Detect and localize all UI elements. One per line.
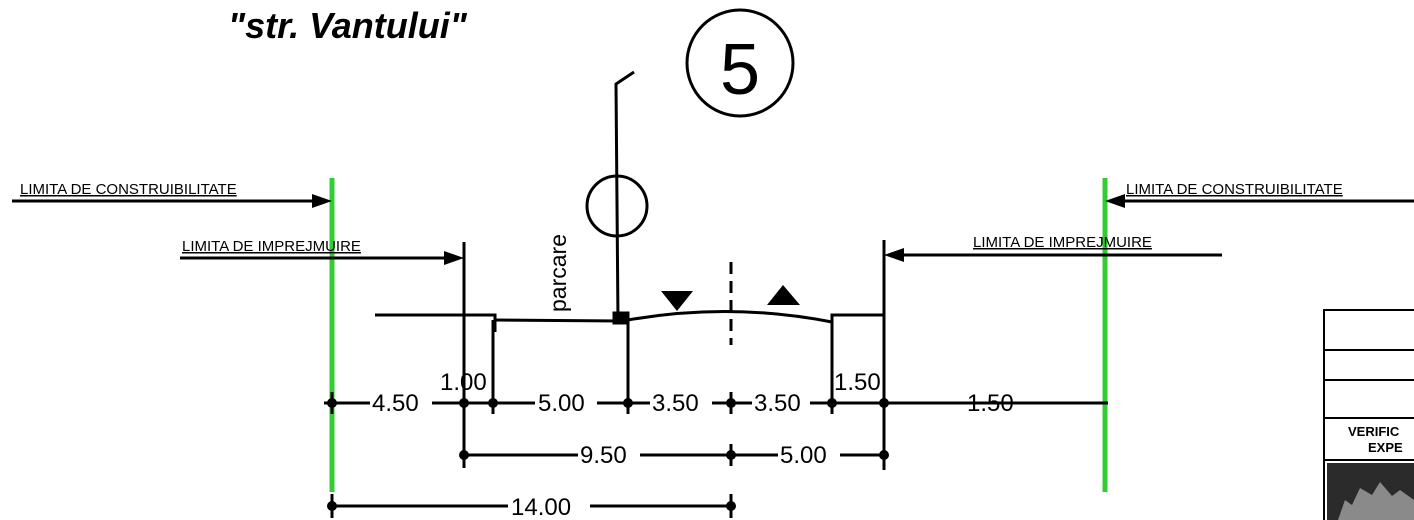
title-block-line-2: EXPE: [1368, 440, 1403, 455]
title-block-line-1: VERIFIC: [1348, 424, 1400, 439]
traffic-direction-up-icon: [767, 285, 800, 305]
right-fence-limit-label: LIMITA DE IMPREJMUIRE: [973, 234, 1152, 251]
street-name-title: "str. Vantului": [228, 5, 468, 46]
dimension-row-2: [462, 444, 886, 466]
dimension-ticks-row-1: [327, 392, 889, 414]
dimension-label-3-50-left: 3.50: [652, 390, 699, 417]
dimension-label-5-00-half: 5.00: [780, 442, 827, 469]
left-fence-limit-label: LIMITA DE IMPREJMUIRE: [182, 238, 361, 255]
left-construction-limit-label: LIMITA DE CONSTRUIBILITATE: [20, 181, 237, 198]
left-construction-limit-arrow: LIMITA DE CONSTRUIBILITATE: [12, 181, 332, 208]
dimension-label-9-50: 9.50: [580, 442, 627, 469]
title-block-image-silhouette: [1338, 482, 1414, 520]
dimension-label-4-50: 4.50: [372, 390, 419, 417]
parking-label: parcare: [545, 234, 571, 312]
profile-number-marker: 5: [685, 8, 795, 118]
right-construction-limit-label: LIMITA DE CONSTRUIBILITATE: [1126, 181, 1343, 198]
dimension-label-3-50-right: 3.50: [754, 390, 801, 417]
dimension-label-1-50-right: 1.50: [967, 390, 1014, 417]
dimension-ticks-row-2: [459, 450, 889, 460]
title-block: VERIFIC EXPE: [1323, 309, 1414, 520]
dimension-label-14-00: 14.00: [511, 494, 571, 520]
traffic-direction-down-icon: [661, 291, 693, 311]
dimension-label-1-50-sidewalk: 1.50: [834, 369, 881, 396]
right-construction-limit-arrow: LIMITA DE CONSTRUIBILITATE: [1105, 181, 1414, 208]
profile-number: 5: [720, 30, 760, 110]
dimension-label-1-00: 1.00: [440, 369, 487, 396]
left-fence-limit-arrow: LIMITA DE IMPREJMUIRE: [180, 238, 464, 265]
lamp-post: [585, 70, 649, 325]
right-fence-limit-arrow: LIMITA DE IMPREJMUIRE: [884, 234, 1222, 262]
dimension-ticks-row-3: [327, 501, 736, 511]
dimension-label-5-00-parking: 5.00: [538, 390, 585, 417]
